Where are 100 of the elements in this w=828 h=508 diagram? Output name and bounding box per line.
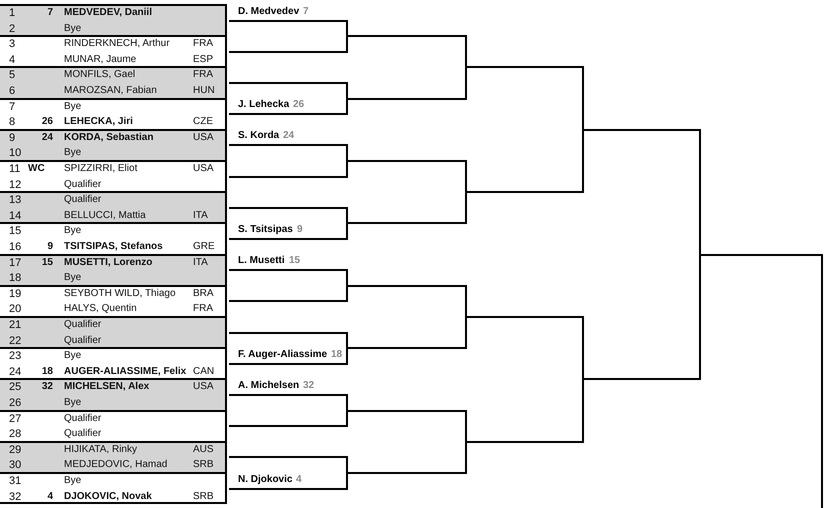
- country-code: CZE: [193, 116, 213, 128]
- draw-position: 9: [9, 132, 16, 144]
- bracket-line: [465, 286, 467, 317]
- player-name: TSITSIPAS, Stefanos: [64, 241, 163, 253]
- country-code: FRA: [193, 38, 213, 50]
- bracket-slot: [229, 223, 348, 240]
- seed-number: 32: [303, 380, 314, 392]
- draw-position: 18: [9, 272, 22, 284]
- country-code: GRE: [193, 241, 215, 253]
- bracket-line: [699, 130, 701, 255]
- player-name: RINDERKNECH, Arthur: [64, 38, 170, 50]
- player-name: D. Medvedev: [238, 6, 300, 18]
- country-code: CAN: [193, 366, 214, 378]
- player-name: Qualifier: [64, 428, 102, 440]
- draw-position: 2: [9, 22, 16, 35]
- draw-position: 17: [9, 256, 22, 269]
- country-code: SRB: [193, 459, 214, 472]
- bracket-line: [346, 270, 348, 286]
- seed-label: 26: [40, 116, 53, 128]
- player-name: MEDVEDEV, Daniil: [64, 7, 152, 19]
- player-name: Bye: [64, 22, 82, 35]
- bracket-line: [346, 332, 348, 348]
- seed-label: WC: [28, 163, 46, 175]
- country-code: USA: [193, 381, 214, 394]
- draw-position: 21: [9, 319, 22, 331]
- draw-position: 31: [9, 475, 22, 487]
- draw-position: 12: [9, 178, 22, 191]
- bracket-line: [346, 286, 348, 302]
- player-name: J. Lehecka: [238, 99, 290, 112]
- bracket-line: [582, 130, 584, 192]
- player-name: Qualifier: [64, 319, 102, 331]
- player-name: Bye: [64, 475, 82, 487]
- seed-label: 9: [46, 241, 53, 253]
- seed-number: 9: [297, 224, 303, 236]
- bracket-line: [821, 254, 823, 508]
- draw-position: 22: [9, 334, 22, 347]
- player-name: Bye: [64, 225, 82, 238]
- bracket-line: [582, 379, 584, 442]
- bracket-line: [346, 223, 348, 239]
- country-code: AUS: [193, 444, 214, 456]
- draw-position: 6: [9, 85, 16, 97]
- draw-position: 19: [9, 288, 22, 300]
- seed-label: 24: [40, 132, 53, 144]
- bracket-line: [346, 410, 348, 426]
- draw-position: 10: [9, 147, 22, 160]
- bracket-slot: [229, 98, 348, 116]
- player-name: Qualifier: [64, 178, 102, 191]
- bracket-line: [346, 473, 348, 489]
- bracket-line: [465, 36, 467, 68]
- seed-number: 26: [293, 99, 304, 112]
- draw-position: 25: [9, 381, 22, 394]
- bracket-line: [346, 145, 348, 161]
- draw-position: 30: [9, 459, 22, 472]
- draw-position: 20: [9, 303, 22, 316]
- player-name: Bye: [64, 100, 82, 113]
- draw-position: 23: [9, 350, 22, 362]
- player-name: Qualifier: [64, 194, 102, 206]
- player-name: Bye: [64, 147, 82, 160]
- player-name: S. Korda: [238, 130, 280, 142]
- player-name: L. Musetti: [238, 255, 285, 268]
- player-name: A. Michelsen: [238, 380, 300, 392]
- bracket-line: [346, 20, 348, 36]
- seed-label: 4: [46, 490, 53, 503]
- player-name: N. Djokovic: [238, 474, 292, 486]
- country-code: SRB: [193, 490, 214, 503]
- draw-position: 24: [9, 366, 22, 378]
- bracket-line: [465, 67, 467, 99]
- draw-position: 29: [9, 444, 22, 456]
- seed-number: 18: [331, 348, 342, 361]
- draw-position: 11: [9, 163, 20, 175]
- seed-label: 18: [40, 366, 53, 378]
- bracket-line: [346, 348, 348, 364]
- bracket-line: [465, 161, 467, 192]
- bracket-line: [346, 83, 348, 99]
- player-name: BELLUCCI, Mattia: [64, 210, 146, 222]
- country-code: FRA: [193, 69, 213, 82]
- seed-number: 24: [283, 130, 294, 142]
- bracket-line: [346, 36, 348, 52]
- country-code: USA: [193, 132, 214, 144]
- player-name: Qualifier: [64, 334, 102, 347]
- draw-position: 5: [9, 69, 16, 82]
- bracket-line: [465, 192, 467, 224]
- country-code: ITA: [193, 210, 208, 222]
- player-name: Bye: [64, 272, 82, 284]
- bracket-line: [699, 254, 701, 380]
- player-name: F. Auger-Aliassime: [238, 348, 328, 361]
- draw-position: 8: [9, 116, 16, 128]
- draw-position: 26: [9, 397, 22, 409]
- draw-position: 13: [9, 194, 22, 206]
- player-name: S. Tsitsipas: [238, 224, 293, 236]
- player-name: MONFILS, Gael: [64, 69, 136, 82]
- player-name: DJOKOVIC, Novak: [64, 490, 152, 503]
- seed-label: 32: [40, 381, 53, 394]
- country-code: USA: [193, 163, 214, 175]
- country-code: FRA: [193, 303, 213, 316]
- bracket-line: [465, 410, 467, 442]
- seed-label: 7: [46, 7, 53, 19]
- bracket-line: [346, 161, 348, 177]
- bracket-slot: [229, 472, 348, 490]
- player-name: LEHECKA, Jiri: [64, 116, 133, 128]
